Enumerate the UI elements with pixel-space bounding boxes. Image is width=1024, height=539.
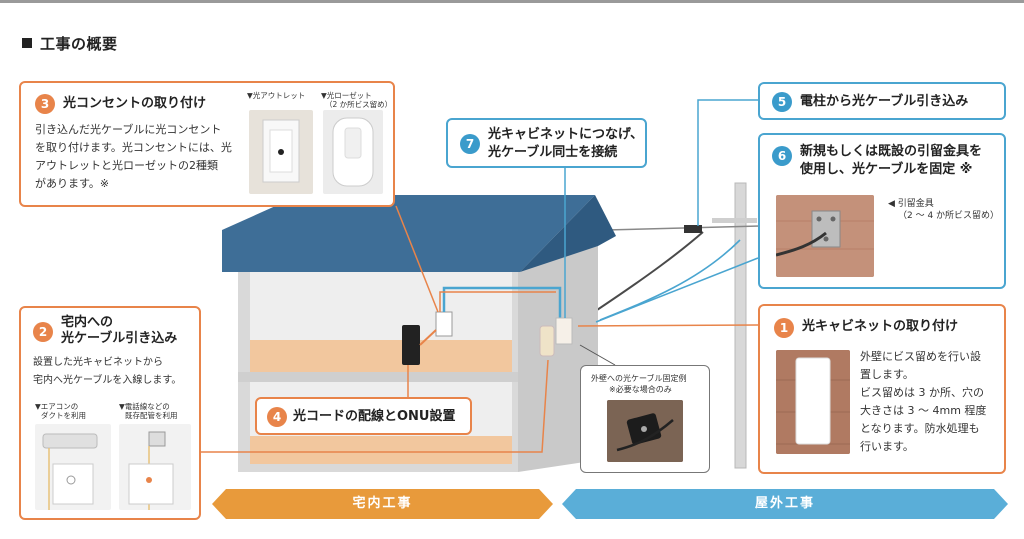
leader-2 [201, 359, 549, 453]
pole-crossarm [712, 218, 757, 223]
wall-note-line-1: 外壁への光ケーブル固定例 [591, 374, 687, 383]
inhouse-work-banner: 宅内工事 [212, 489, 553, 519]
cable-clamp [684, 225, 702, 233]
step-2-title-1: 宅内への [61, 315, 114, 330]
overhead-wire [605, 225, 761, 231]
step-1-text: 外壁にビス留めを行い設 置します。 ビス留めは 3 か所、穴の 大きさは 3 ～… [860, 350, 987, 453]
top-divider [0, 0, 1024, 3]
step-7-number: 7 [460, 134, 480, 154]
step-3-box: 3 光コンセントの取り付け 引き込んだ光ケーブルに光コンセント を取り付けます。… [19, 81, 395, 207]
leader-wall-example [579, 344, 616, 366]
optical-cabinet [555, 317, 573, 345]
step-2-photo1-label-2: ダクトを利用 [41, 411, 86, 420]
step-3-photo1-label: ▼光アウトレット [247, 91, 306, 100]
aircon-duct [539, 325, 555, 357]
leader-3 [395, 205, 439, 313]
indoor-cable-orange [439, 291, 556, 312]
step-6-number: 6 [772, 146, 792, 166]
step-5-number: 5 [772, 92, 792, 112]
step-6-title-2: 使用し、光ケーブルを固定 ※ [800, 162, 973, 177]
aircon-duct-photo [35, 424, 111, 510]
step-3-number: 3 [35, 94, 55, 114]
step-2-text: 設置した光キャビネットから 宅内へ光ケーブルを入線します。 [33, 357, 182, 386]
page-title: 工事の概要 [22, 33, 118, 54]
optical-rosette-photo [323, 110, 383, 194]
outdoor-work-banner: 屋外工事 [562, 489, 1008, 519]
wall-fixing-example-box: 外壁への光ケーブル固定例 ※必要な場合のみ [580, 365, 710, 473]
step-2-title-2: 光ケーブル引き込み [61, 331, 178, 346]
step-4-box: 4 光コードの配線とONU設置 [255, 397, 472, 435]
step-7-box: 7 光キャビネットにつなげ、 光ケーブル同士を接続 [446, 118, 647, 168]
step-6-caption-1: ◀ 引留金具 [888, 199, 934, 209]
wall-note-line-2: ※必要な場合のみ [609, 385, 672, 394]
step-4-number: 4 [267, 407, 287, 427]
step-6-box: 6 新規もしくは既設の引留金具を 使用し、光ケーブルを固定 ※ ◀ 引留金具 （… [758, 133, 1006, 289]
step-2-photo2-label-2: 既存配管を利用 [125, 411, 178, 420]
step-6-caption-2: （2 ～ 4 か所ビス留め） [898, 211, 1000, 221]
step-1-number: 1 [774, 318, 794, 338]
indoor-cable-blue [442, 286, 562, 322]
wall-clip-photo [607, 400, 683, 462]
optical-cabinet-photo [776, 350, 850, 454]
step-2-box: 2 宅内への 光ケーブル引き込み 設置した光キャビネットから 宅内へ光ケーブルを… [19, 306, 201, 520]
step-1-title: 光キャビネットの取り付け [802, 319, 959, 334]
existing-conduit-photo [119, 424, 191, 510]
roof-front [222, 195, 595, 272]
step-2-photo2-label-1: ▼電話線などの [119, 402, 170, 411]
step-3-text: 引き込んだ光ケーブルに光コンセント を取り付けます。光コンセントには、光 アウト… [35, 123, 232, 190]
step-3-photo2-label-2: （2 か所ビス留め） [325, 100, 393, 109]
step-3-photo2-label-1: ▼光ローゼット [321, 91, 372, 100]
optical-outlet-photo [249, 110, 313, 194]
leader-1 [577, 324, 759, 327]
step-2-photo1-label-1: ▼エアコンの [35, 402, 79, 411]
step-4-title: 光コードの配線とONU設置 [293, 409, 456, 424]
leader-6 [595, 257, 759, 323]
step-6-title-1: 新規もしくは既設の引留金具を [800, 144, 983, 159]
step-5-box: 5 電柱から光ケーブル引き込み [758, 82, 1006, 120]
step-2-number: 2 [33, 322, 53, 342]
step-5-title: 電柱から光ケーブル引き込み [800, 94, 969, 109]
cable-drop-line [599, 239, 741, 321]
lower-floor [250, 436, 512, 464]
title-square-icon [22, 38, 32, 48]
onu-device [402, 325, 420, 365]
step-7-title-1: 光キャビネットにつなげ、 [488, 127, 644, 142]
anchor-bracket-photo [776, 195, 874, 277]
upper-floor [250, 340, 512, 372]
step-1-box: 1 光キャビネットの取り付け 外壁にビス留めを行い設 置します。 ビス留めは 3… [758, 304, 1006, 474]
step-3-title: 光コンセントの取り付け [63, 96, 207, 111]
optical-cord [419, 329, 437, 346]
floor-slab [238, 372, 518, 382]
roof-side [520, 195, 616, 272]
leader-5 [697, 99, 758, 226]
incoming-cable [584, 231, 704, 319]
optical-outlet [435, 311, 453, 337]
step-7-title-2: 光ケーブル同士を接続 [488, 145, 618, 160]
